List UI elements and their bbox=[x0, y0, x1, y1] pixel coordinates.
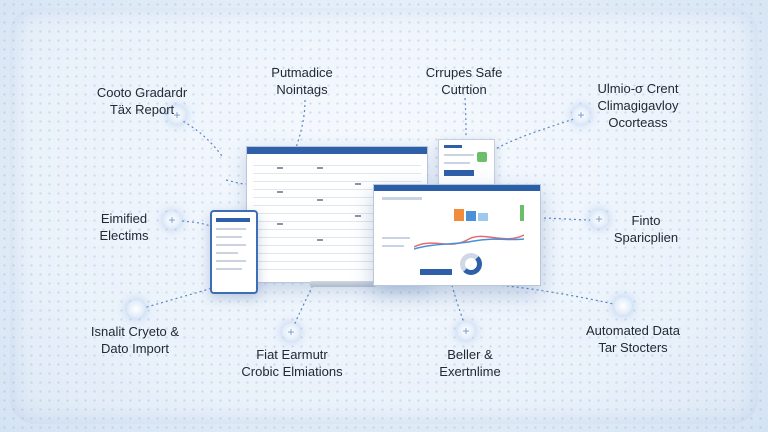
link-automated bbox=[483, 283, 623, 307]
feature-label-beller: Beller &Exertnlime bbox=[439, 347, 501, 379]
security-card bbox=[438, 139, 495, 185]
link-crypto-tax bbox=[159, 111, 223, 157]
node-crypto-tax: + bbox=[168, 106, 186, 124]
node-fiat: + bbox=[282, 323, 300, 341]
link-isnalit bbox=[136, 287, 213, 311]
dashboard-window bbox=[373, 184, 541, 286]
link-putmadice bbox=[295, 99, 306, 149]
monitor-title-bar bbox=[247, 147, 427, 154]
node-beller: + bbox=[457, 322, 475, 340]
phone-device bbox=[210, 210, 258, 294]
link-emified bbox=[171, 219, 211, 227]
node-isnalit bbox=[127, 300, 145, 318]
node-automated bbox=[614, 297, 632, 315]
node-emified: + bbox=[163, 211, 181, 229]
link-beller bbox=[451, 284, 467, 331]
link-fiat bbox=[290, 286, 313, 334]
dashboard-title-bar bbox=[374, 185, 540, 191]
monitor-stand bbox=[310, 281, 376, 287]
node-ulmio: + bbox=[572, 106, 590, 124]
link-crupes bbox=[464, 97, 467, 139]
feature-label-isnalit: Isnalit Cryeto &Dato Import bbox=[90, 324, 180, 356]
node-finto: + bbox=[590, 210, 608, 228]
